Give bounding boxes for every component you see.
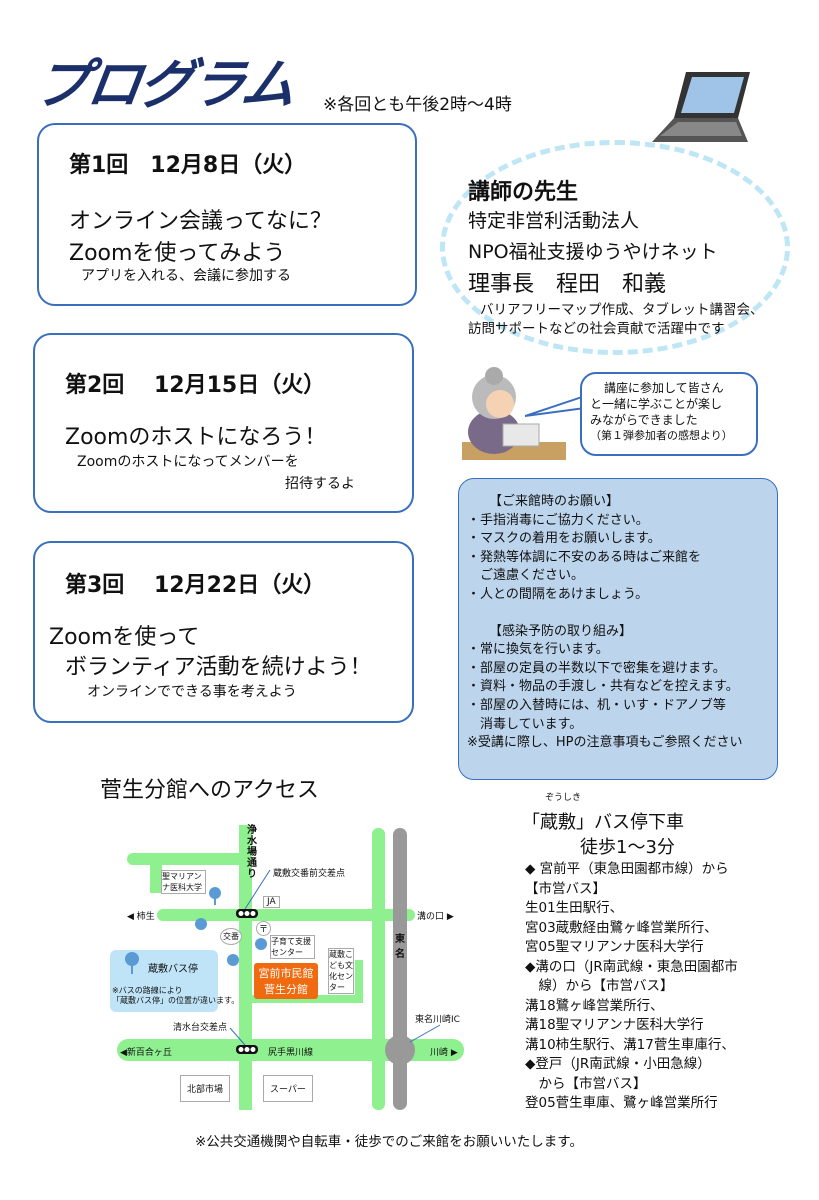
map-label: 浄水場通り [247,825,257,880]
laptop-icon [652,72,750,142]
instructor-org: 特定非営利活動法人 [468,210,640,232]
map-label: 東名川崎IC [415,1015,460,1025]
map-label: 清水台交差点 [173,1023,228,1033]
session-topic: Zoomを使って [49,625,200,650]
time-note: ※各回とも午後2時〜4時 [323,95,512,115]
map-label: 子育て支援センター [270,935,315,959]
session-topic: オンライン会議ってなに？ [69,209,332,234]
bus-stop-ruby: ぞうしき [545,793,582,803]
map-label: 東名 [395,934,405,960]
bus-stop-name: 「蔵敷」バス停下車 [522,812,684,833]
map-legend: 蔵敷バス停 [148,964,198,975]
map-legend-note: 「蔵敷バス停」の位置が違います。 [112,996,240,1005]
notice-item: ・手指消毒にご協力ください。 [467,512,649,528]
map-label: JA [263,896,280,908]
notice-heading: 【ご来館時のお願い】 [489,494,620,509]
session-desc: アプリを入れる、会議に参加する [81,268,291,284]
map-label: 蔵敷こども文化センター [328,948,354,994]
post-office-icon: 〒 [256,921,272,936]
bus-route: 溝18聖マリアンナ医科大学行 [525,1017,704,1033]
page-title: プログラム [30,53,299,116]
session-2-card: 第2回 12月15日（火） Zoomのホストになろう！ Zoomのホストになって… [33,333,414,513]
testimonial-source: （第１弾参加者の感想より） [590,429,733,442]
bus-route: 線）から【市営バス】 [525,978,674,994]
instructor-desc: 訪問サポートなどの社会貢献で活躍中です [468,321,725,337]
map-label: 交番 [220,928,242,945]
walk-time: 徒歩1〜3分 [580,837,675,858]
session-desc: Zoomのホストになってメンバーを [77,454,299,470]
session-heading: 第1回 12月8日（火） [69,153,307,178]
map-label: ◀新百合ヶ丘 [120,1048,172,1058]
bus-route: ◆登戸（JR南武線・小田急線） [525,1056,711,1072]
bus-route: 【市営バス】 [525,880,606,897]
session-topic: Zoomを使ってみよう [69,241,286,266]
map-label: 川崎 ▶ [430,1048,458,1058]
map-label: スーパー [263,1075,313,1102]
map-label: 聖マリアンナ医科大学 [161,870,206,894]
bus-route: から【市営バス】 [525,1075,647,1092]
notice-item: ・資料・物品の手渡し・共有などを控えます。 [467,679,739,695]
notice-heading: 【感染予防の取り組み】 [489,623,633,639]
map-label: 蔵敷交番前交差点 [273,869,346,879]
bus-route: 生01生田駅行、 [525,900,624,916]
notice-item: ・部屋の定員の半数以下で密集を避けます。 [467,660,726,676]
access-map: 浄水場通り 蔵敷交番前交差点 聖マリアンナ医科大学 JA ◀ 柿生 溝の口 ▶ … [100,820,480,1120]
testimonial-bubble: 講座に参加して皆さん と一緒に学ぶことが楽し みながらできました （第１弾参加者… [580,372,758,456]
notice-item: ご遠慮ください。 [467,568,585,584]
notice-item: ・部屋の入替時には、机・いす・ドアノブ等 [467,697,726,713]
bus-routes: ◆ 宮前平（東急田園都市線）から 【市営バス】 生01生田駅行、 宮03蔵敷経由… [525,860,738,1114]
instructor-label: 講師の先生 [468,180,579,205]
notice-item: ・常に換気を行います。 [467,642,609,658]
map-label: 尻手黒川線 [268,1048,314,1058]
access-title: 菅生分館へのアクセス [100,778,319,803]
session-3-card: 第3回 12月22日（火） Zoomを使って ボランティア活動を続けよう！ オン… [33,541,414,723]
instructor-org: NPO福祉支援ゆうやけネット [468,241,718,263]
session-topic: Zoomのホストになろう！ [65,425,327,450]
testimonial-text: 講座に参加して皆さん [604,381,724,395]
venue-marker: 宮前市民館菅生分館 [254,963,318,999]
session-1-card: 第1回 12月8日（火） オンライン会議ってなに？ Zoomを使ってみよう アプ… [37,123,417,306]
map-legend-note: ※バスの路線により [112,986,183,995]
testimonial-text: と一緒に学ぶことが楽し [590,397,723,411]
notice-box: 【ご来館時のお願い】 ・手指消毒にご協力ください。 ・マスクの着用をお願いします… [458,478,778,780]
map-label: 北部市場 [180,1075,231,1102]
instructor-name: 理事長 程田 和義 [468,272,667,297]
session-desc: オンラインでできる事を考えよう [87,684,297,700]
instructor-desc: バリアフリーマップ作成、タブレット講習会、 [480,302,764,318]
instructor-frame [440,140,790,355]
bus-route: 宮05聖マリアンナ医科大学行 [525,939,704,955]
bus-route: 溝10柿生駅行、溝17菅生車庫行、 [525,1036,735,1053]
map-label: 溝の口 ▶ [417,912,454,922]
elderly-woman-illustration [462,367,566,460]
session-heading: 第3回 12月22日（火） [65,573,326,598]
notice-item: ・発熱等体調に不安のある時はご来館を [467,549,702,565]
venue-name: 宮前市民館 [258,967,314,980]
venue-name: 菅生分館 [264,983,308,996]
session-topic: ボランティア活動を続けよう！ [65,655,372,680]
notice-item: ※受講に際し、HPの注意事項もご参照ください [467,735,743,751]
bus-route: 登05菅生車庫、鷺ヶ峰営業所行 [525,1095,718,1111]
traffic-light-icon [236,909,258,918]
bus-route: 溝18鷺ヶ峰営業所行、 [525,997,664,1014]
notice-item: ・マスクの着用をお願いします。 [467,531,661,547]
bus-route: ◆ 宮前平（東急田園都市線）から [525,861,729,877]
footer-note: ※公共交通機関や自転車・徒歩でのご来館をお願いいたします。 [195,1134,583,1150]
bubble-tail [525,394,585,417]
session-desc: 招待するよ [285,476,355,492]
session-heading: 第2回 12月15日（火） [65,373,326,398]
bus-route: ◆溝の口（JR南武線・東急田園都市 [525,958,738,975]
notice-item: ・人との間隔をあけましょう。 [467,586,649,602]
testimonial-text: みながらできました [590,413,698,427]
bus-route: 宮03蔵敷経由鷺ヶ峰営業所行、 [525,919,718,936]
notice-item: 消毒しています。 [467,716,583,732]
map-label: ◀ 柿生 [127,912,155,922]
